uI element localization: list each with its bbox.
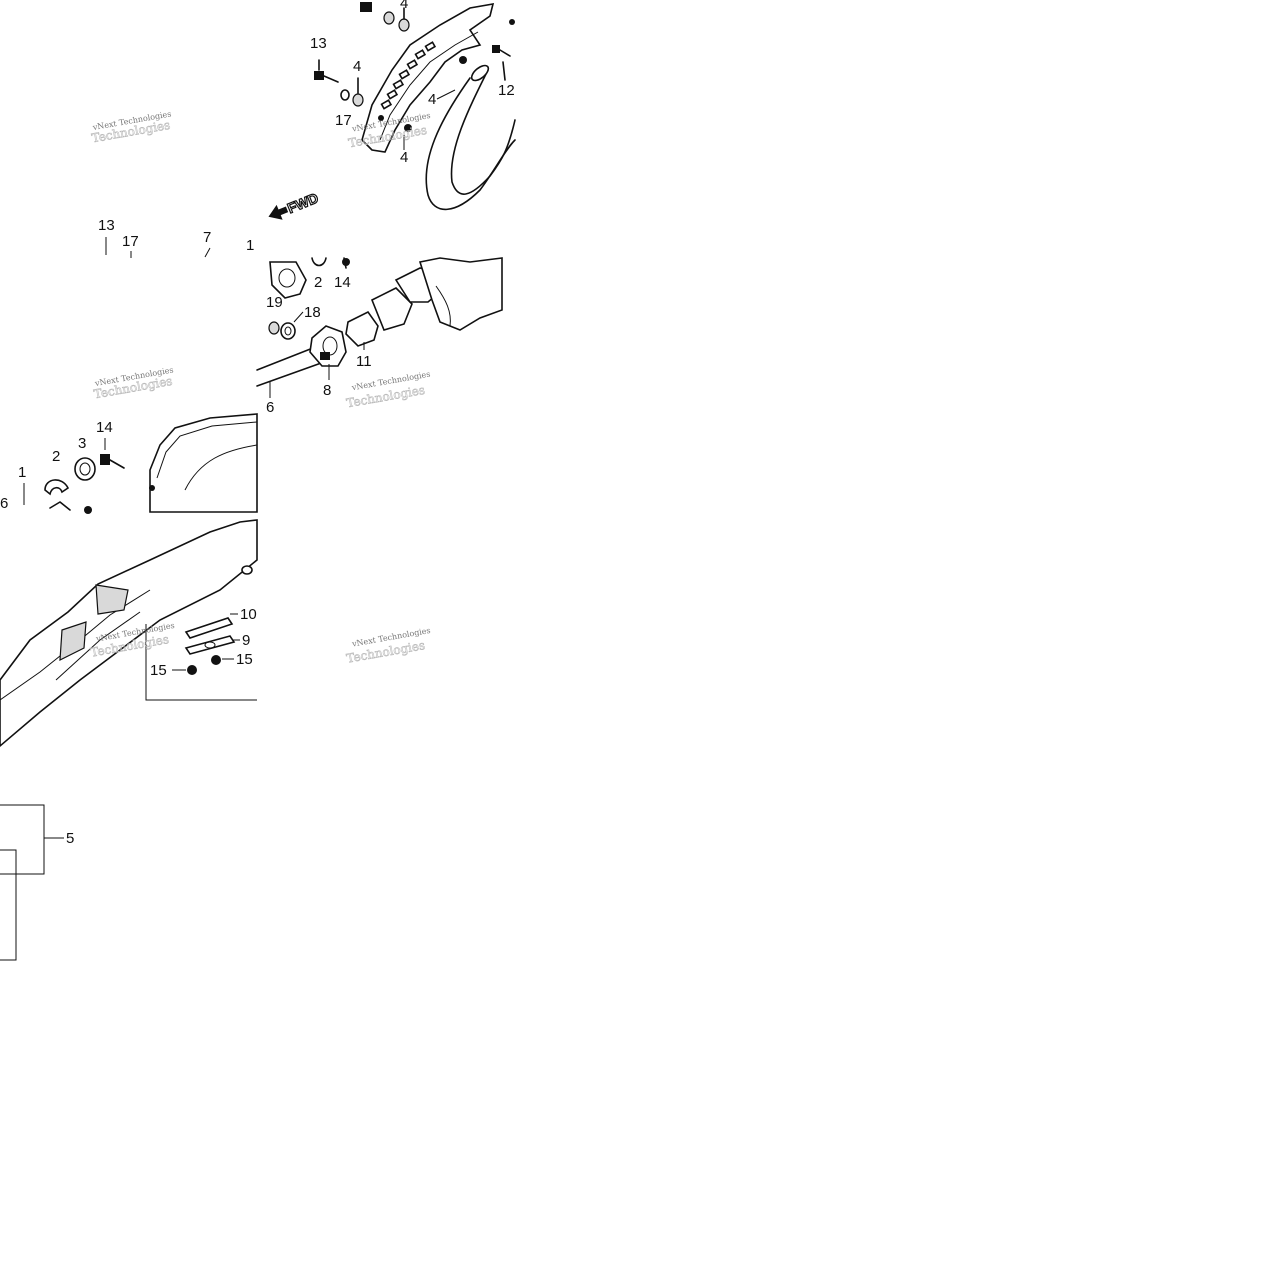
right-tile: 2 14 19 18 6 8 11 (256, 257, 503, 416)
callout-label: 3 (78, 435, 86, 452)
callout-label: 18 (304, 304, 321, 321)
left-tile: 13 17 7 1 14 3 2 1 6 (0, 217, 258, 514)
callout-label: 17 (335, 112, 352, 129)
callout-label: 12 (498, 82, 515, 99)
plate-10 (184, 617, 234, 639)
callout-label: 8 (323, 382, 331, 399)
heat-shield (361, 3, 495, 153)
callout-label: 2 (314, 274, 322, 291)
callout-label: 14 (96, 419, 113, 436)
gasket-9 (184, 635, 236, 655)
callout-label: 4 (428, 91, 436, 108)
muffler-inlet (418, 257, 503, 331)
flange-gasket (269, 261, 307, 299)
callout-label: 17 (122, 233, 139, 250)
fwd-arrow-label: FWD (285, 190, 321, 217)
hardware-top (314, 2, 511, 107)
callout-label: 1 (246, 237, 254, 254)
callout-label: 9 (242, 632, 250, 649)
callout-label: 13 (98, 217, 115, 234)
callout-label: 11 (356, 353, 372, 370)
heat-shield-louvers (380, 41, 437, 110)
callouts-top: 4 4 13 4 12 17 4 (310, 0, 515, 166)
bottom-bracket: 5 (0, 804, 74, 961)
callout-label: 10 (240, 606, 257, 623)
callout-label: 6 (0, 495, 8, 512)
callout-label: 1 (18, 464, 26, 481)
callout-label: 13 (310, 35, 327, 52)
clamp (309, 325, 347, 367)
exhaust-pipe-upper (425, 64, 516, 211)
callout-label: 7 (203, 229, 211, 246)
sleeve (345, 310, 379, 347)
callout-label: 14 (334, 274, 351, 291)
lower-tile: 10 9 15 15 (0, 519, 258, 748)
callout-label: 5 (66, 830, 74, 847)
callout-label: 6 (266, 399, 274, 416)
callout-label: 4 (400, 0, 408, 12)
callout-label: 15 (236, 651, 253, 668)
muffler-body (0, 519, 258, 748)
callout-label: 4 (400, 149, 408, 166)
callout-label: 15 (150, 662, 167, 679)
fwd-arrow: FWD (268, 189, 321, 220)
callout-label: 2 (52, 448, 60, 465)
callout-label: 4 (353, 58, 361, 75)
heat-shield-assembly (361, 3, 515, 153)
muffler-housing-top (149, 413, 258, 513)
callout-label: 19 (266, 294, 283, 311)
fwd-arrow-icon (268, 204, 289, 220)
watermarks: Technologies vNext Technologies Technolo… (89, 109, 431, 666)
